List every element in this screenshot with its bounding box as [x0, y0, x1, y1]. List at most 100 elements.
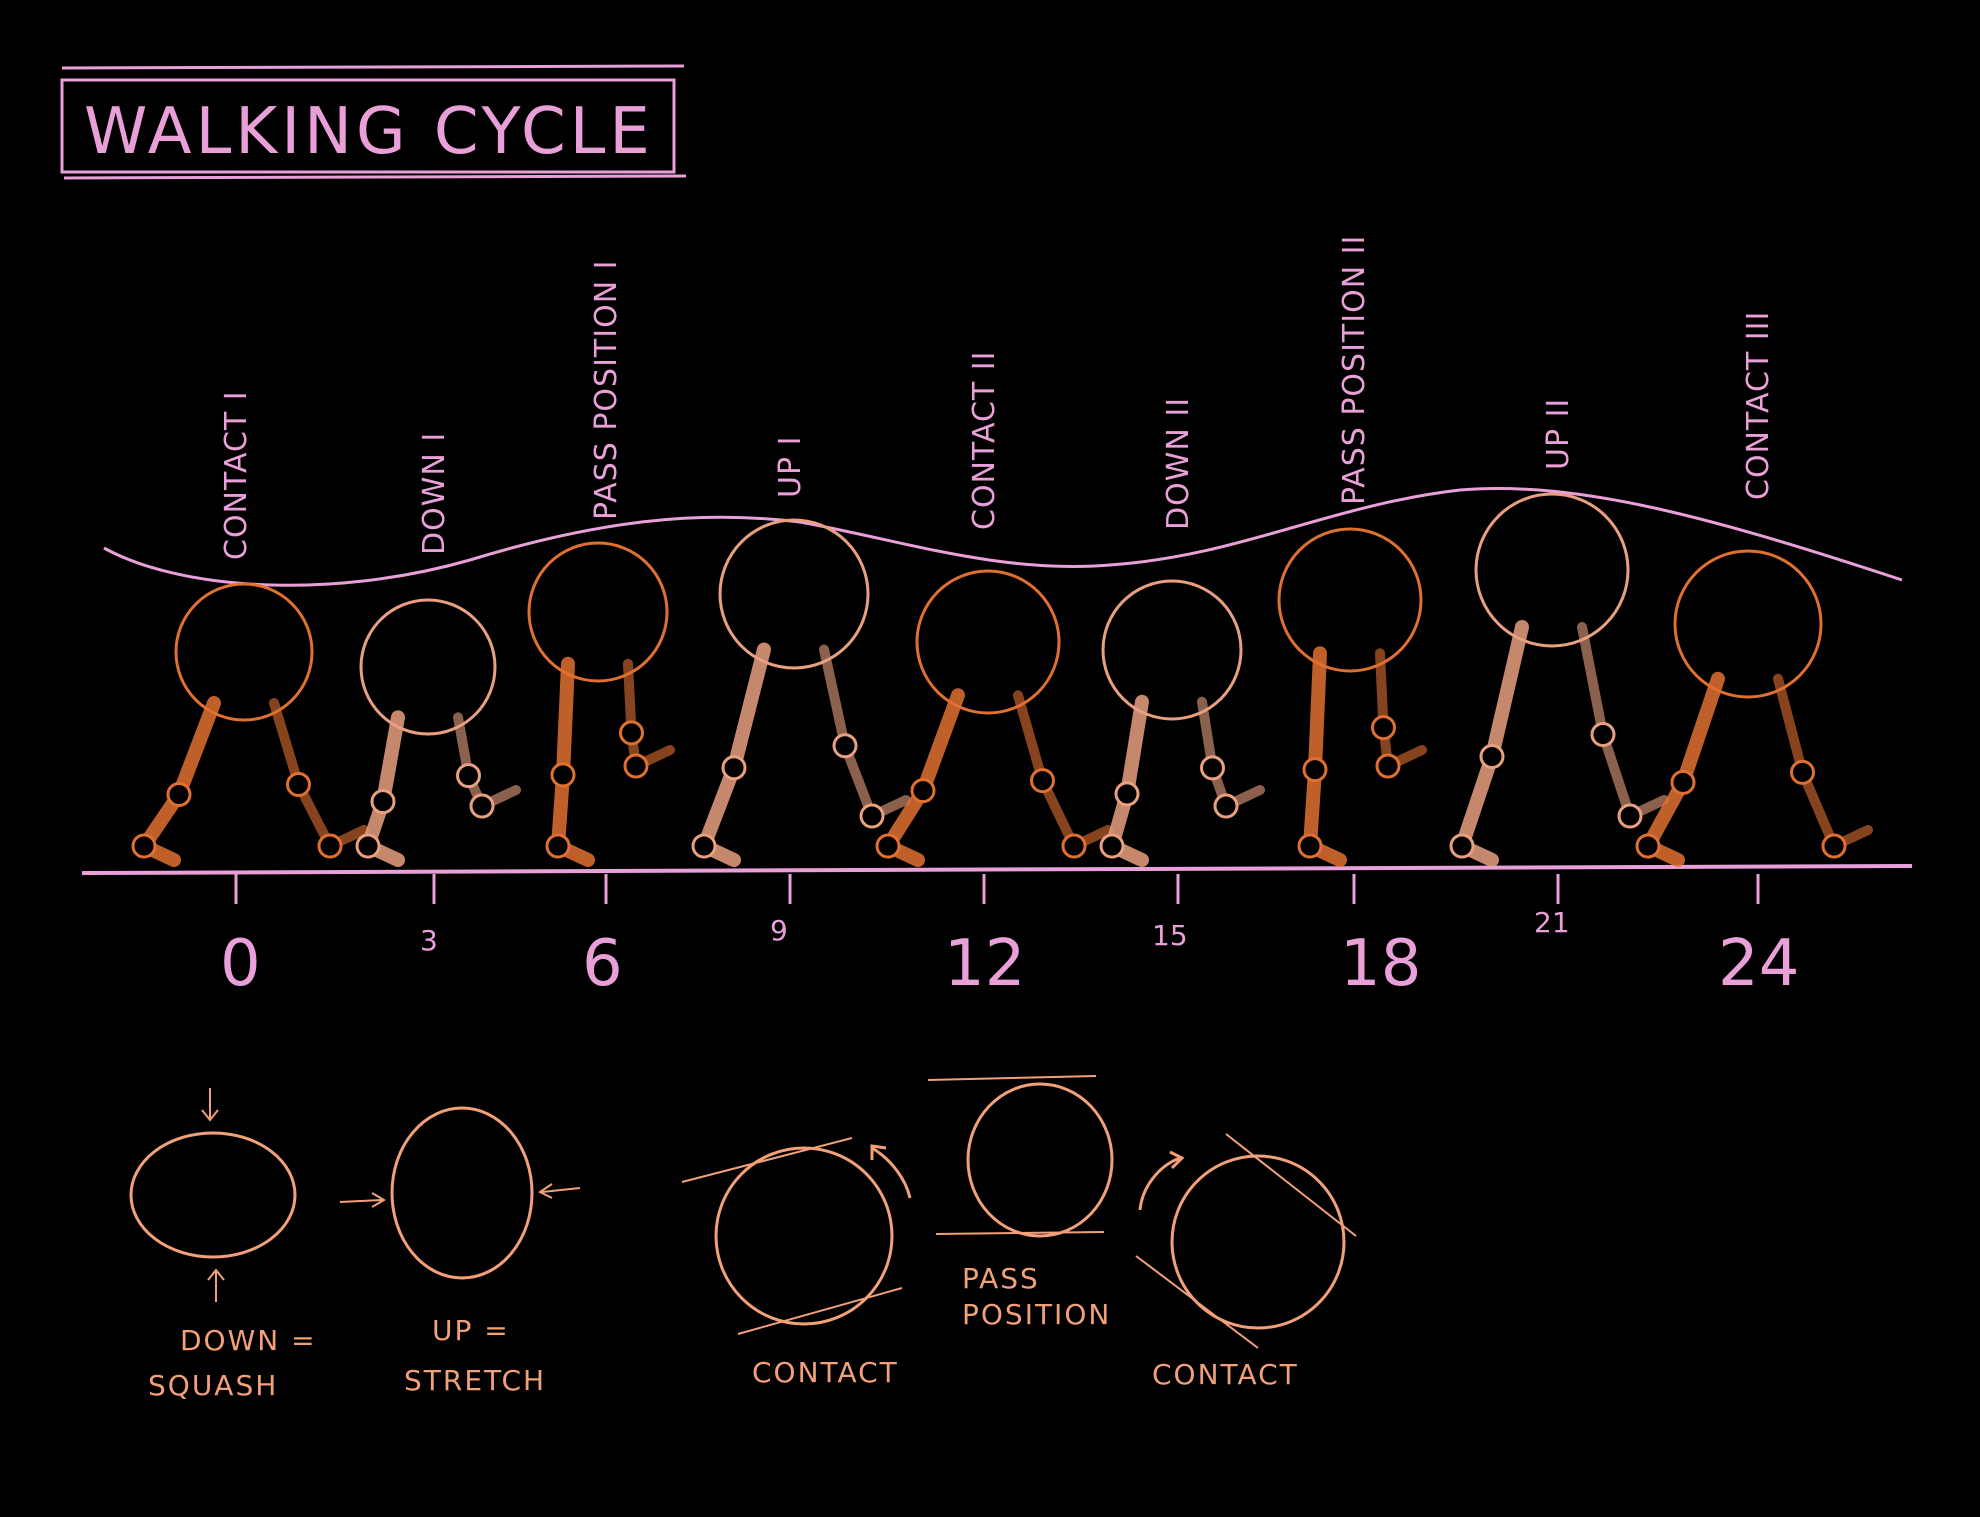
pose-label: CONTACT III: [1741, 311, 1776, 500]
walker-figure: [1099, 579, 1265, 867]
walker-leg: [881, 688, 965, 867]
walker-leg: [1375, 648, 1427, 771]
leg-joint: [910, 778, 936, 804]
frame-number: 21: [1534, 906, 1570, 939]
walker-head: [718, 518, 870, 670]
walker-head: [359, 598, 497, 736]
walker-leg: [269, 698, 369, 851]
rotate-arrow-icon: [1169, 1150, 1185, 1170]
leg-joint: [1590, 722, 1616, 747]
leg-joint: [1617, 803, 1643, 829]
contact-circle-right: [1170, 1154, 1346, 1330]
leg-joint: [1099, 833, 1125, 859]
stretch-circle: [390, 1106, 534, 1280]
arrow-up-icon: [207, 1268, 225, 1281]
note-up-line2: STRETCH: [404, 1364, 546, 1397]
leg-joint: [355, 833, 381, 859]
leg-joint: [1200, 755, 1225, 781]
walker-figure: [355, 598, 521, 867]
leg-joint: [1213, 793, 1239, 819]
leg-joint: [1030, 768, 1055, 794]
contact-rotation-notes: CONTACT PASS POSITION CONTACT: [681, 1075, 1357, 1391]
walker-figure: [875, 569, 1113, 867]
leg-joint: [131, 833, 157, 859]
pose-label: DOWN I: [417, 432, 452, 555]
frame-number: 3: [420, 924, 438, 957]
walker-figure: [1449, 492, 1669, 867]
frame-number: 12: [944, 927, 1025, 1001]
leg-joint: [370, 789, 396, 815]
walker-leg: [137, 696, 221, 867]
leg-joint: [619, 720, 644, 746]
walker-leg: [361, 710, 405, 867]
walker-head: [915, 569, 1061, 715]
walker-leg: [1303, 646, 1347, 867]
note-contact-right: CONTACT: [1152, 1358, 1299, 1391]
head-motion-curve: [103, 486, 1903, 587]
leg-joint: [1302, 757, 1328, 783]
leg-joint: [859, 803, 885, 829]
frame-number: 9: [770, 914, 788, 947]
walker-leg: [623, 658, 675, 771]
leg-joint: [456, 763, 481, 789]
walker-head: [1277, 527, 1423, 673]
leg-joint: [721, 755, 747, 781]
pose-label: PASS POSITION I: [589, 259, 624, 520]
leg-joint: [469, 793, 495, 819]
squash-circle: [129, 1131, 297, 1259]
walker-leg: [819, 644, 911, 821]
walker-leg: [1773, 673, 1873, 851]
note-down-line2: SQUASH: [148, 1369, 278, 1402]
leg-joint: [1297, 833, 1323, 859]
leg-joint: [1449, 833, 1475, 859]
walker-leg: [1455, 620, 1529, 867]
leg-joint: [1790, 759, 1815, 785]
leg-joint: [1375, 753, 1401, 779]
walker-leg: [1105, 694, 1149, 867]
walker-leg: [1013, 690, 1113, 851]
walker-leg: [1577, 622, 1669, 821]
title-box: WALKING CYCLE: [60, 64, 687, 180]
walker-head: [527, 541, 669, 683]
walker-figure: [1277, 527, 1427, 867]
walker-head: [1673, 549, 1823, 699]
walker-head: [1474, 492, 1630, 648]
leg-joint: [1114, 781, 1140, 807]
walker-figure: [691, 518, 911, 867]
note-pass-line2: POSITION: [962, 1298, 1111, 1331]
page-title: WALKING CYCLE: [84, 95, 654, 169]
frame-number: 24: [1718, 927, 1799, 1001]
leg-joint: [623, 753, 649, 779]
rotate-arrow-icon: [870, 1144, 887, 1160]
pose-label: CONTACT I: [219, 390, 254, 560]
leg-joint: [317, 833, 343, 859]
walker-leg: [1197, 696, 1265, 811]
leg-joint: [286, 772, 311, 797]
arrow-left-icon: [538, 1183, 553, 1199]
pose-label: DOWN II: [1161, 397, 1196, 530]
ground-line: [81, 864, 1913, 875]
walker-leg: [1641, 671, 1725, 867]
note-contact-left: CONTACT: [752, 1356, 899, 1389]
leg-joint: [1821, 833, 1847, 859]
walker-leg: [453, 712, 521, 811]
leg-joint: [1479, 744, 1505, 769]
pose-label: CONTACT II: [967, 351, 1002, 531]
pose-label: UP II: [1541, 398, 1576, 470]
contact-circle-left: [714, 1146, 894, 1326]
leg-joint: [1670, 769, 1696, 795]
leg-joint: [875, 833, 901, 859]
leg-joint: [691, 833, 717, 859]
leg-joint: [550, 762, 576, 788]
walker-figure: [131, 582, 369, 867]
walker-head: [174, 582, 314, 722]
pose-label: UP I: [773, 436, 808, 498]
walker-head: [1101, 579, 1243, 721]
walker-leg: [697, 642, 771, 867]
note-up-line1: UP =: [432, 1314, 510, 1347]
arrow-right-icon: [371, 1192, 386, 1208]
leg-joint: [1061, 833, 1087, 859]
note-down-line1: DOWN =: [180, 1324, 317, 1357]
leg-joint: [545, 833, 571, 859]
pass-circle: [966, 1082, 1114, 1238]
